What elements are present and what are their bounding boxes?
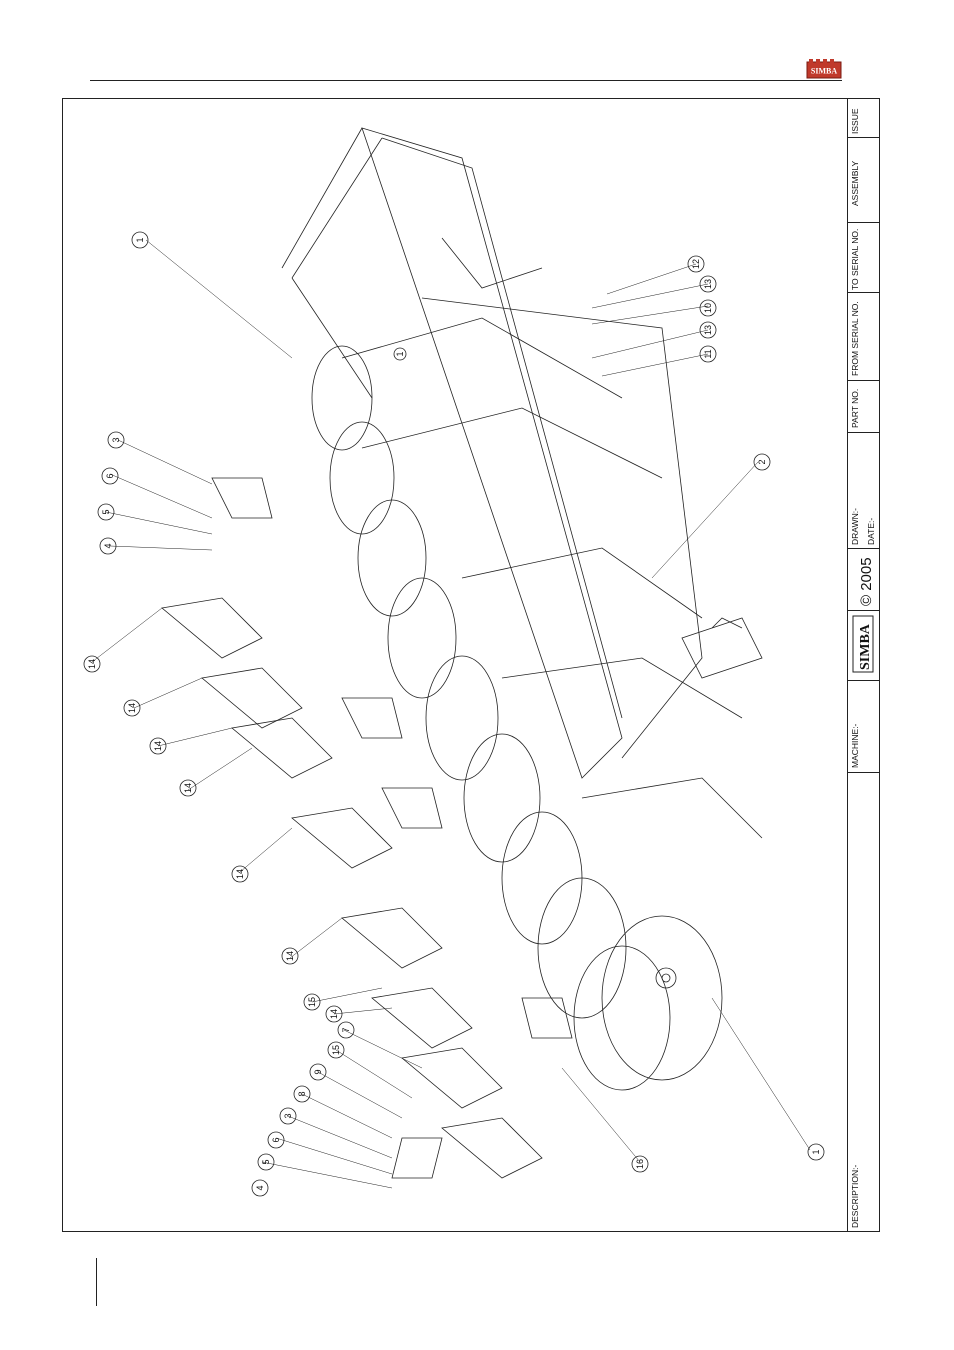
part-no-label: PART NO. — [850, 389, 860, 428]
callout-16-text: 16 — [635, 1159, 645, 1169]
callout-14-text: 14 — [329, 1009, 339, 1019]
callout-1: 1 — [808, 1144, 824, 1160]
callout-1-text: 1 — [395, 351, 405, 356]
callout-16: 16 — [632, 1156, 648, 1172]
callout-13: 13 — [700, 276, 716, 292]
simba-logo: SIMBA — [806, 58, 842, 80]
callout-8-text: 8 — [297, 1091, 307, 1096]
callout-14: 14 — [232, 866, 248, 882]
callout-14-text: 14 — [183, 783, 193, 793]
machine-label: MACHINE:- — [850, 724, 860, 768]
callout-3: 3 — [108, 432, 124, 448]
callout-15: 15 — [328, 1042, 344, 1058]
callout-3-text: 3 — [111, 437, 121, 442]
callout-3: 3 — [280, 1108, 296, 1124]
callout-1: 1 — [394, 348, 406, 360]
callout-6-text: 6 — [105, 473, 115, 478]
callout-14: 14 — [124, 700, 140, 716]
tb-line — [847, 610, 880, 611]
tb-line — [847, 432, 880, 433]
simba-logo-text: SIMBA — [811, 67, 837, 76]
callout-4-text: 4 — [255, 1185, 265, 1190]
callout-10: 10 — [700, 300, 716, 316]
tb-line — [847, 292, 880, 293]
callout-4-text: 4 — [103, 543, 113, 548]
callout-3-text: 3 — [283, 1113, 293, 1118]
callout-14: 14 — [180, 780, 196, 796]
callout-14: 14 — [326, 1006, 342, 1022]
title-block-logo: SIMBA — [851, 612, 879, 676]
exploded-assembly-drawing: 1 1 1 2 3 4 5 6 11 13 10 13 12 14 14 14 … — [62, 98, 846, 1232]
frame-rails — [282, 128, 762, 838]
callout-15-text: 15 — [307, 997, 317, 1007]
callout-13: 13 — [700, 322, 716, 338]
binding-margin-rule — [96, 1258, 97, 1306]
callout-13-text: 13 — [703, 325, 713, 335]
callout-14-text: 14 — [285, 951, 295, 961]
from-serial-label: FROM SERIAL NO. — [850, 301, 860, 376]
callout-14-text: 14 — [127, 703, 137, 713]
callout-12: 12 — [688, 256, 704, 272]
description-label: DESCRIPTION:- — [850, 1165, 860, 1228]
callout-10-text: 10 — [703, 303, 713, 313]
callout-11: 11 — [700, 346, 716, 362]
callout-1: 1 — [132, 232, 148, 248]
callout-15-text: 15 — [331, 1045, 341, 1055]
callout-5: 5 — [258, 1154, 274, 1170]
date-label: DATE:- — [866, 518, 876, 545]
callout-1-text: 1 — [135, 237, 145, 242]
title-block-logo-text: SIMBA — [858, 623, 873, 670]
callout-7-text: 7 — [341, 1027, 351, 1032]
copyright-text: © 2005 — [858, 557, 875, 606]
callout-balloons: 1 1 1 2 3 4 5 6 11 13 10 13 12 14 14 14 … — [84, 232, 824, 1196]
callout-14-text: 14 — [153, 741, 163, 751]
callout-5-text: 5 — [101, 509, 111, 514]
callout-9: 9 — [310, 1064, 326, 1080]
to-serial-label: TO SERIAL NO. — [850, 229, 860, 290]
title-block-divider — [847, 98, 848, 1232]
tb-line — [847, 222, 880, 223]
callout-8: 8 — [294, 1086, 310, 1102]
tb-line — [847, 772, 880, 773]
callout-1-text: 1 — [811, 1149, 821, 1154]
leader-lines — [92, 240, 810, 1188]
assembly-label: ASSEMBLY — [850, 161, 860, 206]
tb-line — [847, 548, 880, 549]
header-rule — [90, 80, 842, 81]
tine-brackets — [162, 478, 572, 1178]
drawn-label: DRAWN:- — [850, 508, 860, 545]
callout-7: 7 — [338, 1022, 354, 1038]
callout-6: 6 — [102, 468, 118, 484]
tb-line — [847, 380, 880, 381]
issue-label: ISSUE — [850, 108, 860, 134]
callout-5-text: 5 — [261, 1159, 271, 1164]
callout-14-text: 14 — [87, 659, 97, 669]
disc-gang — [312, 346, 722, 1090]
callout-14-text: 14 — [235, 869, 245, 879]
callout-13-text: 13 — [703, 279, 713, 289]
callout-14: 14 — [282, 948, 298, 964]
callout-14: 14 — [84, 656, 100, 672]
callout-6-text: 6 — [271, 1137, 281, 1142]
callout-5: 5 — [98, 504, 114, 520]
callout-2: 2 — [754, 454, 770, 470]
callout-6: 6 — [268, 1132, 284, 1148]
tb-line — [847, 680, 880, 681]
callout-15: 15 — [304, 994, 320, 1010]
callout-9-text: 9 — [313, 1069, 323, 1074]
callout-11-text: 11 — [703, 349, 713, 358]
callout-12-text: 12 — [691, 259, 701, 269]
callout-14: 14 — [150, 738, 166, 754]
tb-line — [847, 137, 880, 138]
callout-2-text: 2 — [757, 459, 767, 464]
callout-4: 4 — [252, 1180, 268, 1196]
